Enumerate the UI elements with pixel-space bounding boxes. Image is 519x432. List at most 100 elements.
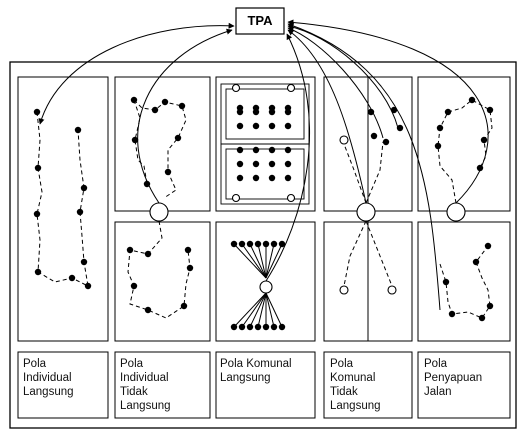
- household-dot: [130, 282, 138, 290]
- household-dot: [468, 96, 476, 104]
- household-dot: [284, 146, 292, 154]
- household-dot: [252, 122, 260, 130]
- household-dot: [130, 96, 138, 104]
- household-dot: [436, 124, 444, 132]
- household-dot: [284, 174, 292, 182]
- tpa-arrows: [38, 19, 489, 311]
- tps-circle: [339, 135, 349, 145]
- household-dot: [186, 264, 194, 272]
- dashed-route: [343, 143, 367, 204]
- household-dot: [486, 302, 494, 310]
- household-dot: [246, 323, 254, 331]
- household-dot: [268, 160, 276, 168]
- panel-individual-tidak-bottom: [114, 221, 211, 342]
- tpa-label: TPA: [247, 13, 273, 28]
- household-dot: [236, 146, 244, 154]
- household-dot: [126, 246, 134, 254]
- household-dot: [246, 240, 254, 248]
- household-dot: [80, 258, 88, 266]
- arrow-komunal-tidak-3: [287, 24, 399, 129]
- household-dot: [164, 168, 172, 176]
- household-dot: [252, 108, 260, 116]
- household-dot: [252, 160, 260, 168]
- household-dot: [448, 310, 456, 318]
- fan-line: [241, 243, 267, 279]
- household-dot: [236, 160, 244, 168]
- tps-circle: [231, 83, 241, 93]
- panel-komunal-langsung-bottom: [215, 221, 316, 342]
- household-dot: [472, 258, 480, 266]
- caption-box-1: [17, 351, 109, 419]
- household-dot: [478, 314, 486, 322]
- household-dot: [33, 108, 41, 116]
- household-dot: [278, 323, 286, 331]
- household-dot: [178, 102, 186, 110]
- household-dot: [484, 242, 492, 250]
- arrow-penyapuan-2: [287, 22, 441, 311]
- panel-penyapuan-bottom: [417, 221, 511, 342]
- fan-line: [265, 243, 275, 279]
- fan-line: [249, 243, 267, 279]
- komunal-inner-frames: [220, 83, 310, 205]
- caption-box-3: [215, 351, 316, 419]
- household-dot: [236, 122, 244, 130]
- household-dot: [68, 274, 76, 282]
- household-dot: [434, 142, 442, 150]
- arrow-komunal-tidak-2: [287, 27, 384, 139]
- household-dot: [480, 136, 488, 144]
- household-dot: [382, 138, 390, 146]
- arrow-komunal-langsung: [265, 33, 310, 282]
- household-dot: [236, 174, 244, 182]
- household-dot: [486, 106, 494, 114]
- household-dot: [151, 106, 159, 114]
- panel-penyapuan-top: [417, 76, 511, 212]
- caption-box-5: [417, 351, 511, 419]
- household-dot: [144, 250, 152, 258]
- household-dot: [238, 323, 246, 331]
- arrow-individual-langsung: [38, 22, 235, 125]
- fan-line: [257, 243, 267, 279]
- arrow-penyapuan: [287, 19, 489, 204]
- caption-box-4: [323, 351, 413, 419]
- household-dots: [33, 96, 494, 331]
- household-dot: [396, 124, 404, 132]
- household-dot: [174, 134, 182, 142]
- outer-frame: [9, 61, 517, 429]
- household-dot: [270, 323, 278, 331]
- panel-individual-tidak-top: [114, 76, 211, 212]
- tps-circle: [149, 202, 169, 222]
- household-dot: [33, 210, 41, 218]
- household-dot: [34, 164, 42, 172]
- household-dot: [184, 246, 192, 254]
- household-dot: [180, 302, 188, 310]
- household-dot: [131, 136, 139, 144]
- household-dot: [370, 132, 378, 140]
- household-dot: [278, 240, 286, 248]
- household-dot: [161, 98, 169, 106]
- household-dot: [268, 146, 276, 154]
- tps-circle: [356, 202, 376, 222]
- household-dot: [444, 108, 452, 116]
- caption-pola-komunal-langsung: Pola Komunal Langsung: [220, 358, 292, 384]
- household-dot: [144, 306, 152, 314]
- household-dot: [284, 122, 292, 130]
- household-dot: [230, 240, 238, 248]
- panel-individual-langsung: [17, 76, 109, 342]
- household-dot: [74, 126, 82, 134]
- household-dot: [76, 208, 84, 216]
- fan-line: [257, 292, 267, 328]
- arrow-komunal-tidak: [287, 29, 367, 204]
- caption-box-2: [114, 351, 211, 419]
- caption-pola-individual-tidak-langsung: Pola Individual Tidak Langsung: [120, 358, 171, 412]
- dashed-route: [127, 220, 191, 319]
- tps-circles: [149, 83, 466, 295]
- dashed-route: [133, 99, 187, 199]
- household-dot: [252, 146, 260, 154]
- dashed-route: [36, 111, 89, 287]
- tpa-box: [235, 7, 285, 35]
- tps-circle: [286, 193, 296, 203]
- household-dot: [284, 108, 292, 116]
- dashed-route: [343, 220, 367, 287]
- fan-line: [265, 243, 283, 279]
